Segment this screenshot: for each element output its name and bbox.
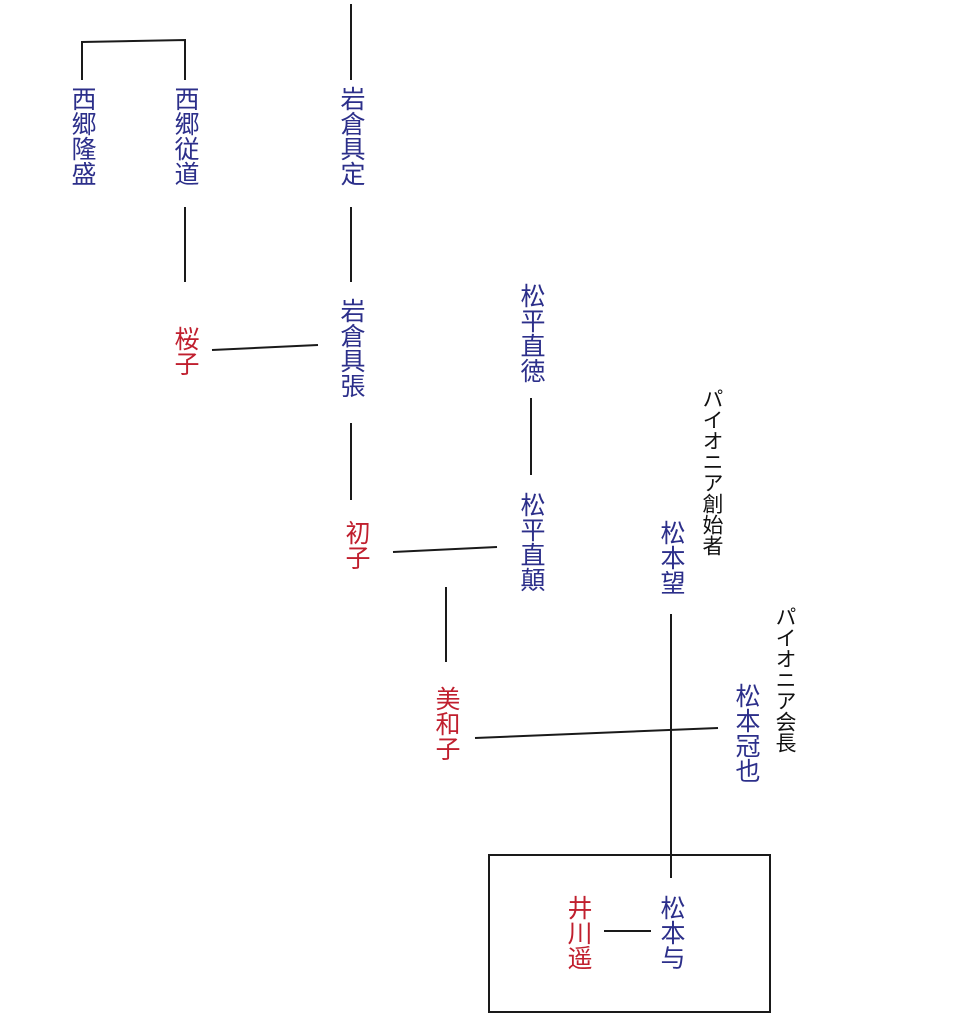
hatsuko-naotada-marriage-line [392,546,498,553]
note-pioneer-chairman: パイオニア会長 [773,606,797,753]
sakurako-tomohari-marriage-line [211,344,319,351]
person-hatsuko: 初子 [342,520,371,570]
highlight-box [488,854,771,1013]
person-sakurako: 桜子 [171,326,200,376]
person-matsudaira-naotada: 松平直顛 [517,492,546,592]
person-miwako: 美和子 [432,686,461,761]
miwako-kanya-marriage-line [474,727,719,739]
saigo-sibling-bracket [81,38,186,80]
person-ikawa-haruka: 井川遥 [564,895,593,970]
person-iwakura-tomosada: 岩倉具定 [337,86,366,186]
person-matsudaira-naonori: 松平直徳 [517,283,546,383]
person-matsumoto-kanya: 松本冠也 [732,683,761,783]
person-matsumoto-nozomu: 松本望 [657,520,686,595]
person-iwakura-tomohari: 岩倉具張 [337,298,366,398]
person-saigo-judo: 西郷従道 [171,86,200,186]
person-matsumoto-atae: 松本与 [657,895,686,970]
note-pioneer-founder: パイオニア創始者 [700,388,724,556]
person-saigo-takamori: 西郷隆盛 [68,86,97,186]
